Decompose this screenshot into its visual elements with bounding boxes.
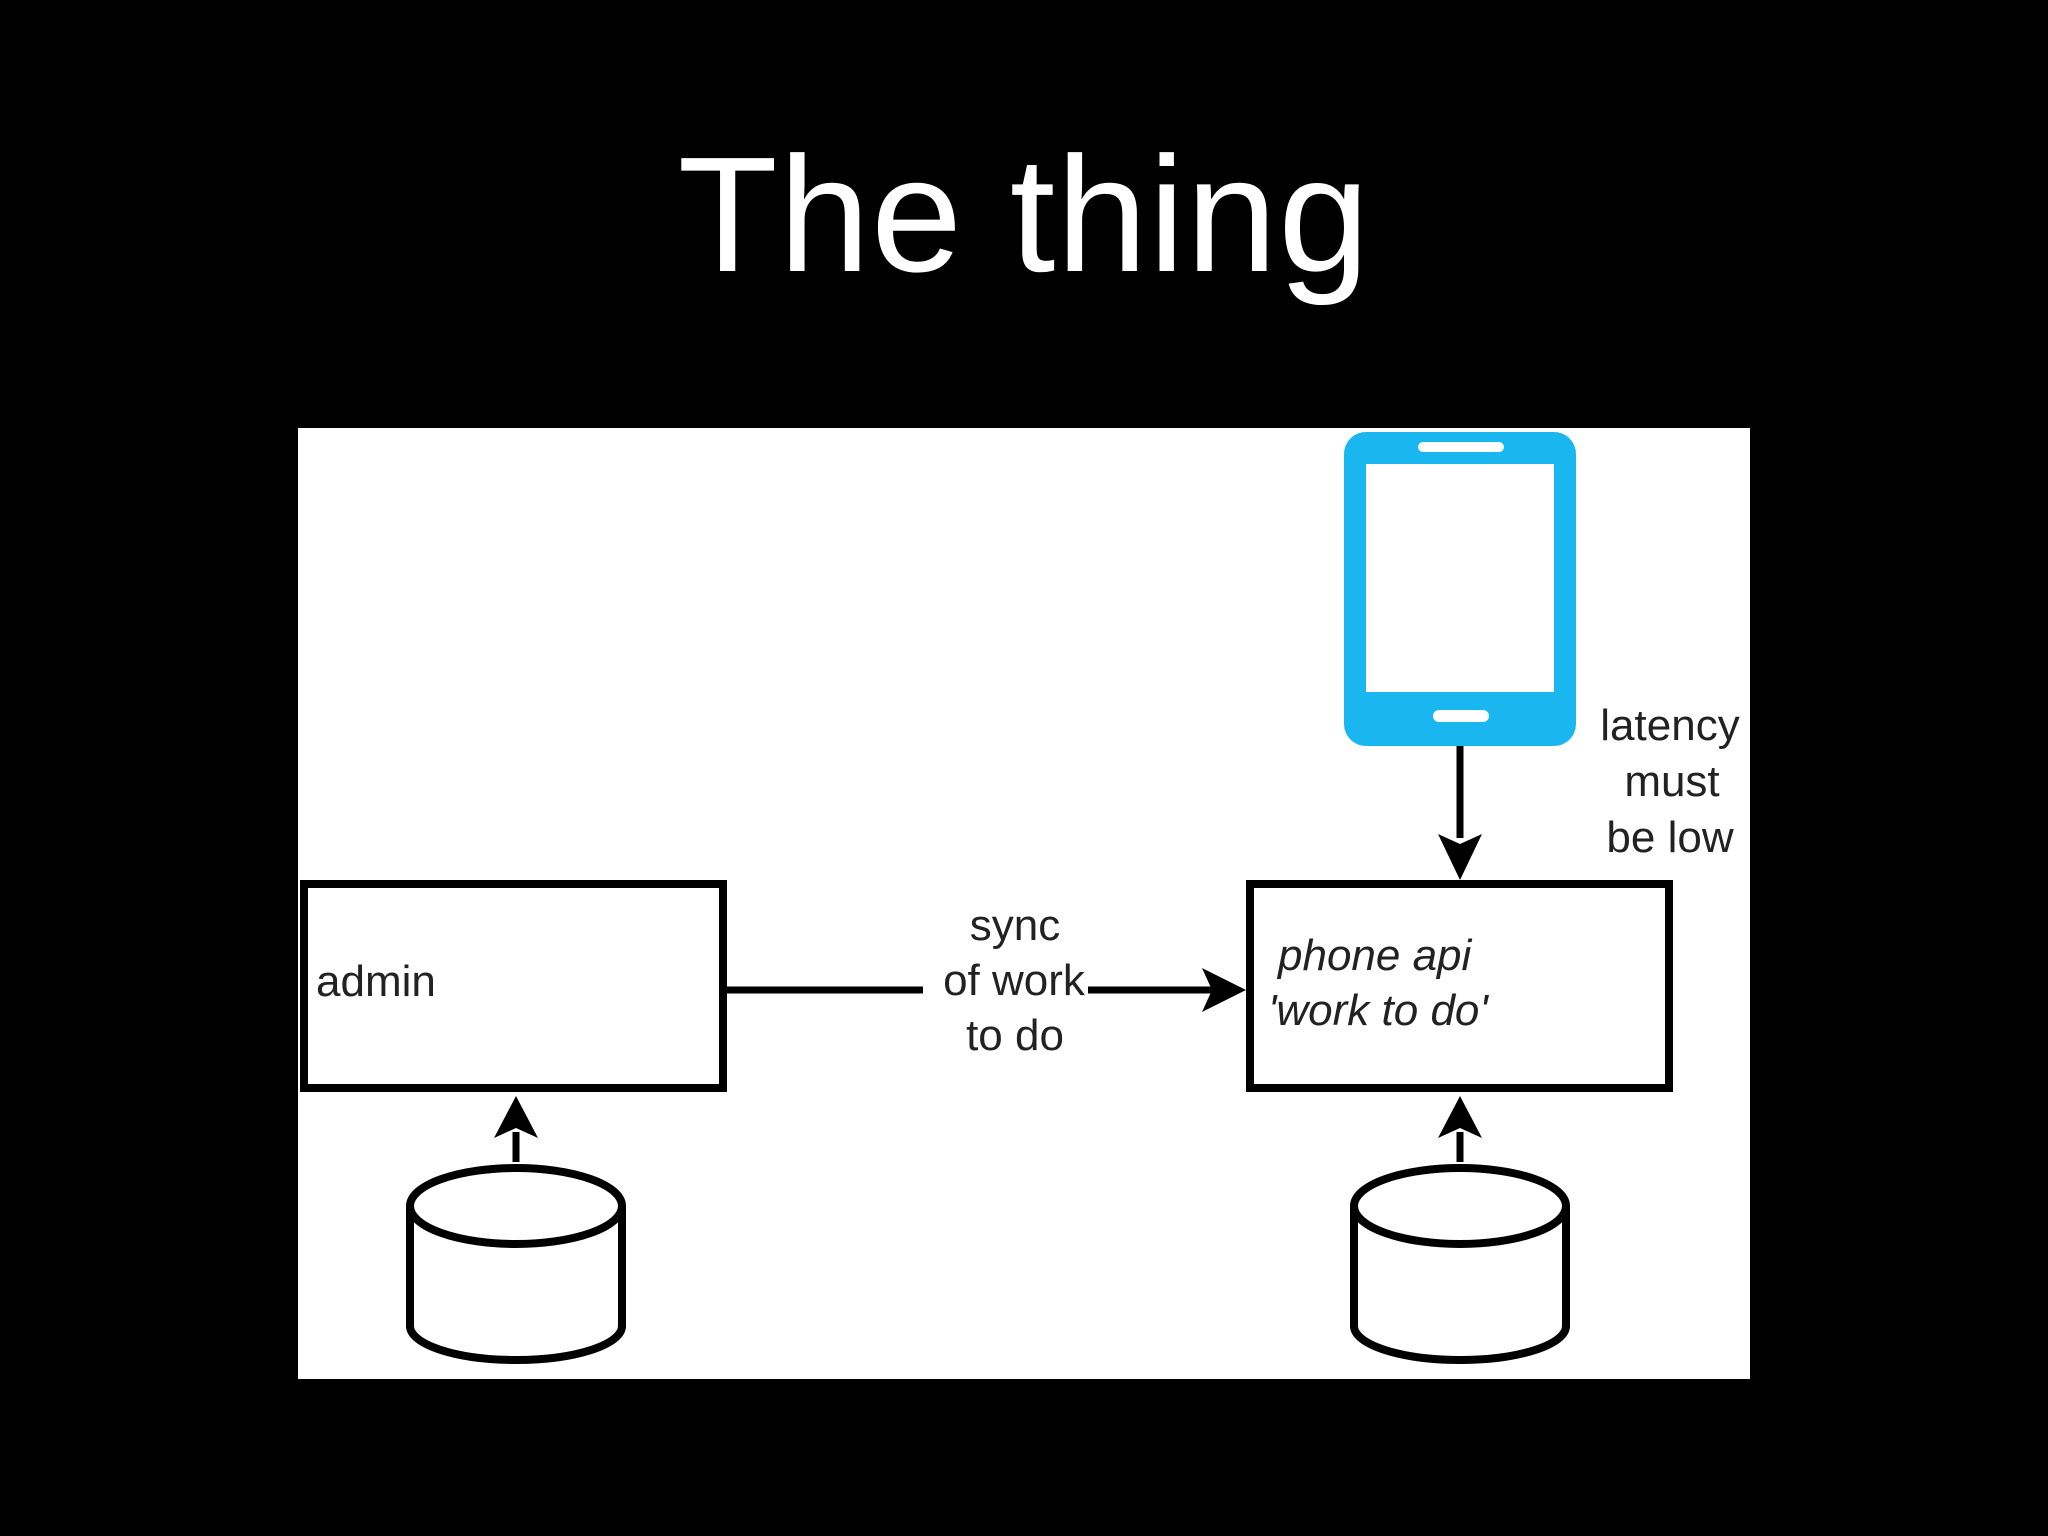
sync-label-line3: to do xyxy=(966,1011,1064,1060)
latency-note: latency must be low xyxy=(1600,701,1739,862)
latency-note-line3: be low xyxy=(1606,813,1733,862)
slide-title: The thing xyxy=(677,123,1371,306)
latency-note-line2: must xyxy=(1624,757,1719,806)
admin-label: admin xyxy=(316,957,436,1006)
database-icon xyxy=(406,1164,626,1364)
phone-api-label-line2: 'work to do' xyxy=(1268,986,1489,1035)
phone-api-db-arrowhead xyxy=(1438,1096,1482,1138)
diagram-canvas: admin phone api 'work to do' sync of wor… xyxy=(300,432,1740,1364)
smartphone-icon xyxy=(1344,432,1576,746)
phone-api-db-top xyxy=(1350,1164,1570,1248)
admin-db-body xyxy=(406,1206,626,1364)
smartphone-home-button xyxy=(1433,710,1489,722)
phone-to-api-edge xyxy=(1438,746,1482,880)
phone-api-db-body xyxy=(1350,1206,1570,1364)
diagram-panel: admin phone api 'work to do' sync of wor… xyxy=(298,428,1750,1379)
latency-note-line1: latency xyxy=(1600,701,1739,750)
phone-api-label-line1: phone api xyxy=(1276,931,1473,980)
admin-box xyxy=(300,880,727,1092)
database-icon xyxy=(1350,1164,1570,1364)
admin-db-edge xyxy=(494,1096,538,1162)
admin-db-top xyxy=(406,1164,626,1248)
smartphone-screen xyxy=(1366,464,1554,692)
sync-label-line2: of work xyxy=(943,956,1086,1005)
smartphone-speaker xyxy=(1418,442,1504,452)
admin-node[interactable]: admin xyxy=(300,880,727,1092)
phone-arrowhead xyxy=(1438,834,1482,880)
phone-api-node[interactable]: phone api 'work to do' xyxy=(1246,880,1673,1092)
sync-label-line1: sync xyxy=(970,901,1060,950)
phone-api-db-edge xyxy=(1438,1096,1482,1162)
sync-edge: sync of work to do xyxy=(727,901,1246,1060)
admin-db-arrowhead xyxy=(494,1096,538,1138)
phone-api-box xyxy=(1246,880,1673,1092)
sync-arrowhead xyxy=(1202,968,1246,1012)
